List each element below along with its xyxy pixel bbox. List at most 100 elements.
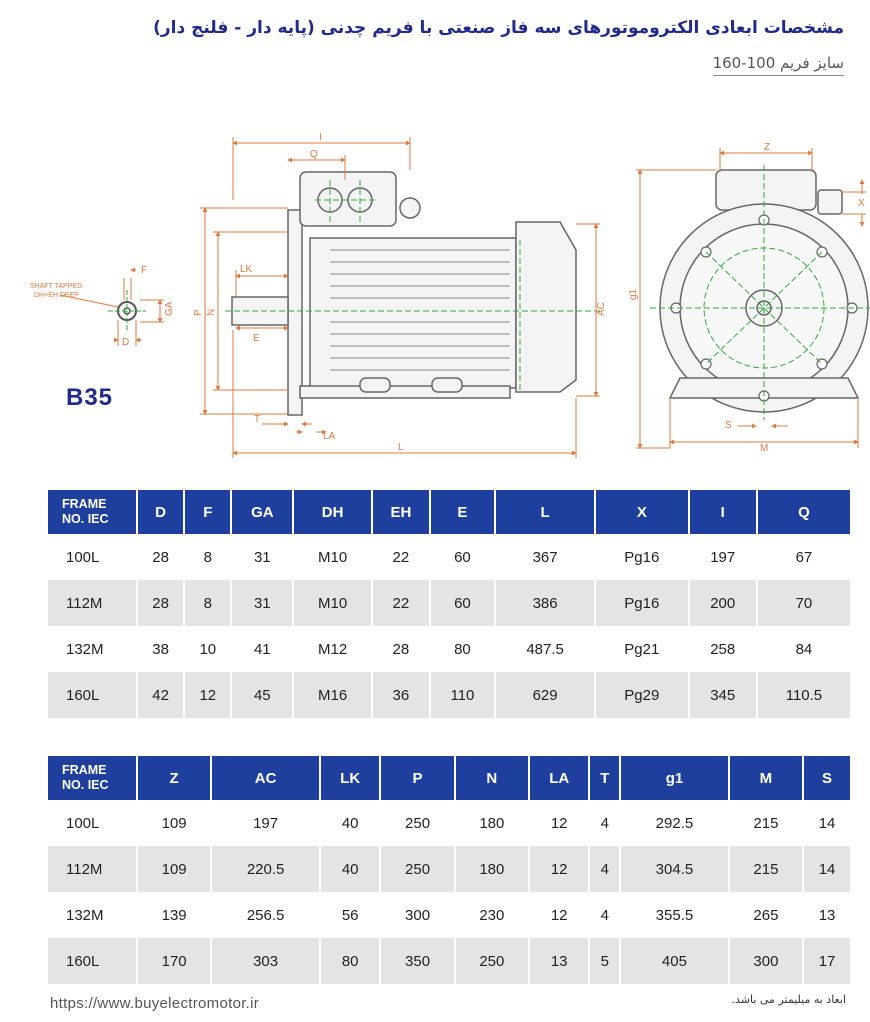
value-cell: 367	[496, 534, 597, 580]
dim-F: F	[141, 265, 147, 276]
frame-cell: 132M	[48, 892, 138, 938]
dim-I: I	[319, 132, 322, 143]
frame-cell: 160L	[48, 672, 138, 718]
value-cell: 386	[496, 580, 597, 626]
value-cell: 350	[381, 938, 456, 984]
frame-size-subtitle: سایز فریم 100-160	[712, 54, 844, 76]
side-view-motor	[231, 171, 577, 416]
value-cell: 80	[320, 938, 382, 984]
value-cell: 405	[621, 938, 730, 984]
header-cell: Z	[138, 756, 213, 800]
value-cell: 250	[381, 846, 456, 892]
value-cell: 8	[185, 580, 233, 626]
value-cell: 28	[138, 580, 186, 626]
value-cell: 4	[590, 892, 622, 938]
value-cell: 109	[138, 800, 213, 846]
value-cell: Pg16	[596, 534, 690, 580]
value-cell: 13	[818, 906, 836, 924]
value-cell: 12	[185, 672, 233, 718]
shaft-note-line1: SHAFT TAPPED	[30, 283, 82, 290]
dim-Z: Z	[764, 142, 770, 153]
value-cell: 110.5	[757, 672, 850, 718]
dim-LK: LK	[240, 264, 253, 275]
header-cell: Q	[757, 490, 850, 534]
value-cell: 13	[529, 938, 591, 984]
value-cell: 258	[690, 626, 758, 672]
value-cell: 60	[431, 534, 497, 580]
value-cell: 80	[431, 626, 497, 672]
value-cell: 170	[138, 938, 213, 984]
dim-S: S	[725, 420, 732, 431]
value-cell: 180	[456, 800, 530, 846]
shaft-note-line2: DH×EH DEEP	[34, 292, 79, 299]
value-cell: M10	[294, 534, 374, 580]
frame-cell: 160L	[48, 938, 138, 984]
header-cell: I	[689, 490, 758, 534]
value-cell: 36	[373, 672, 431, 718]
header-cell: X	[596, 490, 690, 534]
value-cell: 303	[212, 938, 321, 984]
value-cell: 250	[381, 800, 456, 846]
units-note: ابعاد به میلیمتر می باشد.	[731, 993, 846, 1006]
shaft-end-view	[108, 290, 146, 332]
value-cell: 197	[690, 534, 758, 580]
value-cell: 629	[496, 672, 597, 718]
header-cell: M	[729, 756, 805, 800]
value-cell: 487.5	[496, 626, 597, 672]
value-cell: 28	[138, 534, 186, 580]
value-cell: 22	[373, 580, 431, 626]
page-title: مشخصات ابعادی الکتروموتورهای سه فاز صنعت…	[153, 18, 844, 38]
dim-LA: LA	[323, 431, 336, 442]
frame-cell: 112M	[48, 580, 138, 626]
dim-L: L	[398, 442, 404, 453]
value-cell: 109	[138, 846, 213, 892]
value-cell: 4	[590, 800, 622, 846]
model-label: B35	[66, 384, 114, 411]
value-cell: 14	[818, 814, 836, 832]
dim-Q: Q	[310, 149, 318, 160]
value-cell: 304.5	[621, 846, 730, 892]
value-cell: 292.5	[621, 800, 730, 846]
header-cell: S	[804, 756, 850, 800]
value-cell: 300	[729, 938, 805, 984]
header-cell: L	[496, 490, 597, 534]
value-cell: 42	[138, 672, 186, 718]
value-cell: 345	[689, 672, 758, 718]
value-cell: 8	[185, 534, 233, 580]
header-cell: DH	[294, 490, 374, 534]
frame-cell: 132M	[48, 626, 138, 672]
value-cell: 256.5	[212, 892, 321, 938]
dim-AC: AC	[596, 302, 607, 316]
value-cell: 200	[689, 580, 758, 626]
header-cell: N	[455, 756, 530, 800]
frame-cell: 112M	[48, 846, 138, 892]
dim-X: X	[858, 198, 865, 209]
website-url[interactable]: https://www.buyelectromotor.ir	[50, 995, 260, 1012]
value-cell: 265	[730, 892, 805, 938]
value-cell: 215	[730, 800, 805, 846]
dim-D: D	[122, 337, 129, 348]
value-cell: 45	[232, 672, 295, 718]
value-cell: M10	[294, 580, 374, 626]
value-cell: 10	[185, 626, 233, 672]
dim-g1: g1	[628, 288, 639, 300]
dim-N: N	[206, 309, 217, 316]
value-cell: 31	[232, 580, 295, 626]
value-cell: 197	[212, 800, 321, 846]
value-cell: 12	[530, 892, 591, 938]
header-cell: F	[185, 490, 233, 534]
value-cell: 31	[232, 534, 295, 580]
value-cell: 5	[590, 938, 622, 984]
value-cell: M12	[294, 626, 374, 672]
value-cell: 70	[757, 580, 850, 626]
value-cell: 180	[455, 846, 530, 892]
value-cell: 220.5	[212, 846, 321, 892]
